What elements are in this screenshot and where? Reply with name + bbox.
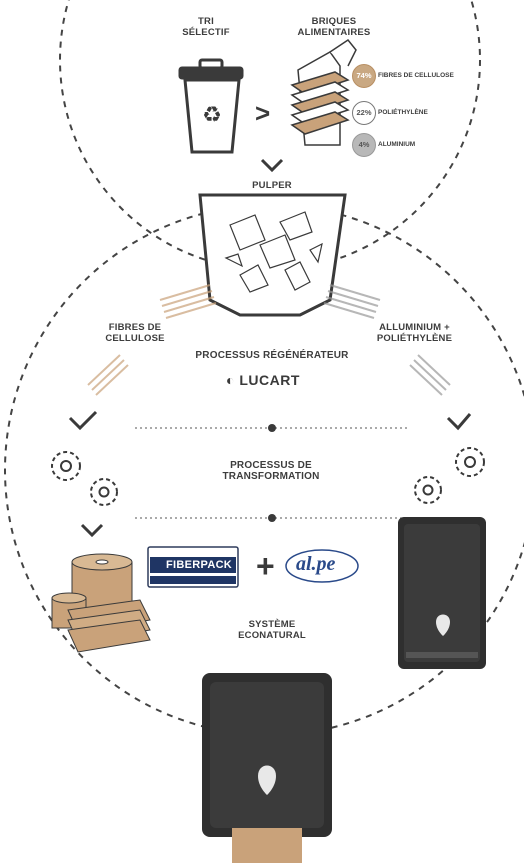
fiberpack-logo <box>147 546 239 588</box>
pulper-icon <box>198 193 347 317</box>
gears-icon <box>51 451 118 506</box>
plus-symbol: + <box>256 548 275 584</box>
dispenser-right-icon <box>398 517 486 669</box>
composition-label: ALUMINIUM <box>378 141 416 148</box>
separator-dot <box>268 514 276 522</box>
lucart-mark-icon: ◐ <box>226 372 235 388</box>
alpe-text: al.pe <box>296 553 336 575</box>
label-aluminium-polyethylene: ALLUMINIUM +POLIÉTHYLÈNE <box>376 322 453 344</box>
composition-percent: 4% <box>352 133 376 157</box>
composition-label: FIBRES DE CELLULOSE <box>378 72 454 79</box>
aluminium-stream <box>323 284 451 396</box>
gears-icon <box>414 447 485 504</box>
recycle-bin-icon: ♻ <box>178 58 244 154</box>
composition-percent: 22% <box>352 101 376 125</box>
fiberpack-text: FIBERPACK <box>166 559 233 571</box>
paper-rolls-icon <box>51 553 151 653</box>
greater-than-symbol: > <box>255 98 271 128</box>
separator-dot <box>268 424 276 432</box>
lucart-logo: ◐ LUCART <box>226 372 300 388</box>
composition-label: POLIÉTHYLÈNE <box>378 109 428 116</box>
cartons-icon <box>290 38 357 146</box>
alpe-logo <box>285 549 359 583</box>
chevron-down-icon <box>446 413 472 431</box>
label-pulper: PULPER <box>252 180 292 191</box>
composition-percent: 74% <box>352 64 376 88</box>
cellulose-stream <box>87 284 217 396</box>
dispenser-center-icon <box>202 673 332 863</box>
label-processus-regenerateur: PROCESSUS RÉGÉNÉRATEUR <box>195 350 349 361</box>
chevron-down-icon <box>68 410 98 431</box>
svg-text:♻: ♻ <box>202 103 222 128</box>
chevron-down-icon <box>80 523 104 538</box>
chevron-down-icon <box>260 158 284 173</box>
